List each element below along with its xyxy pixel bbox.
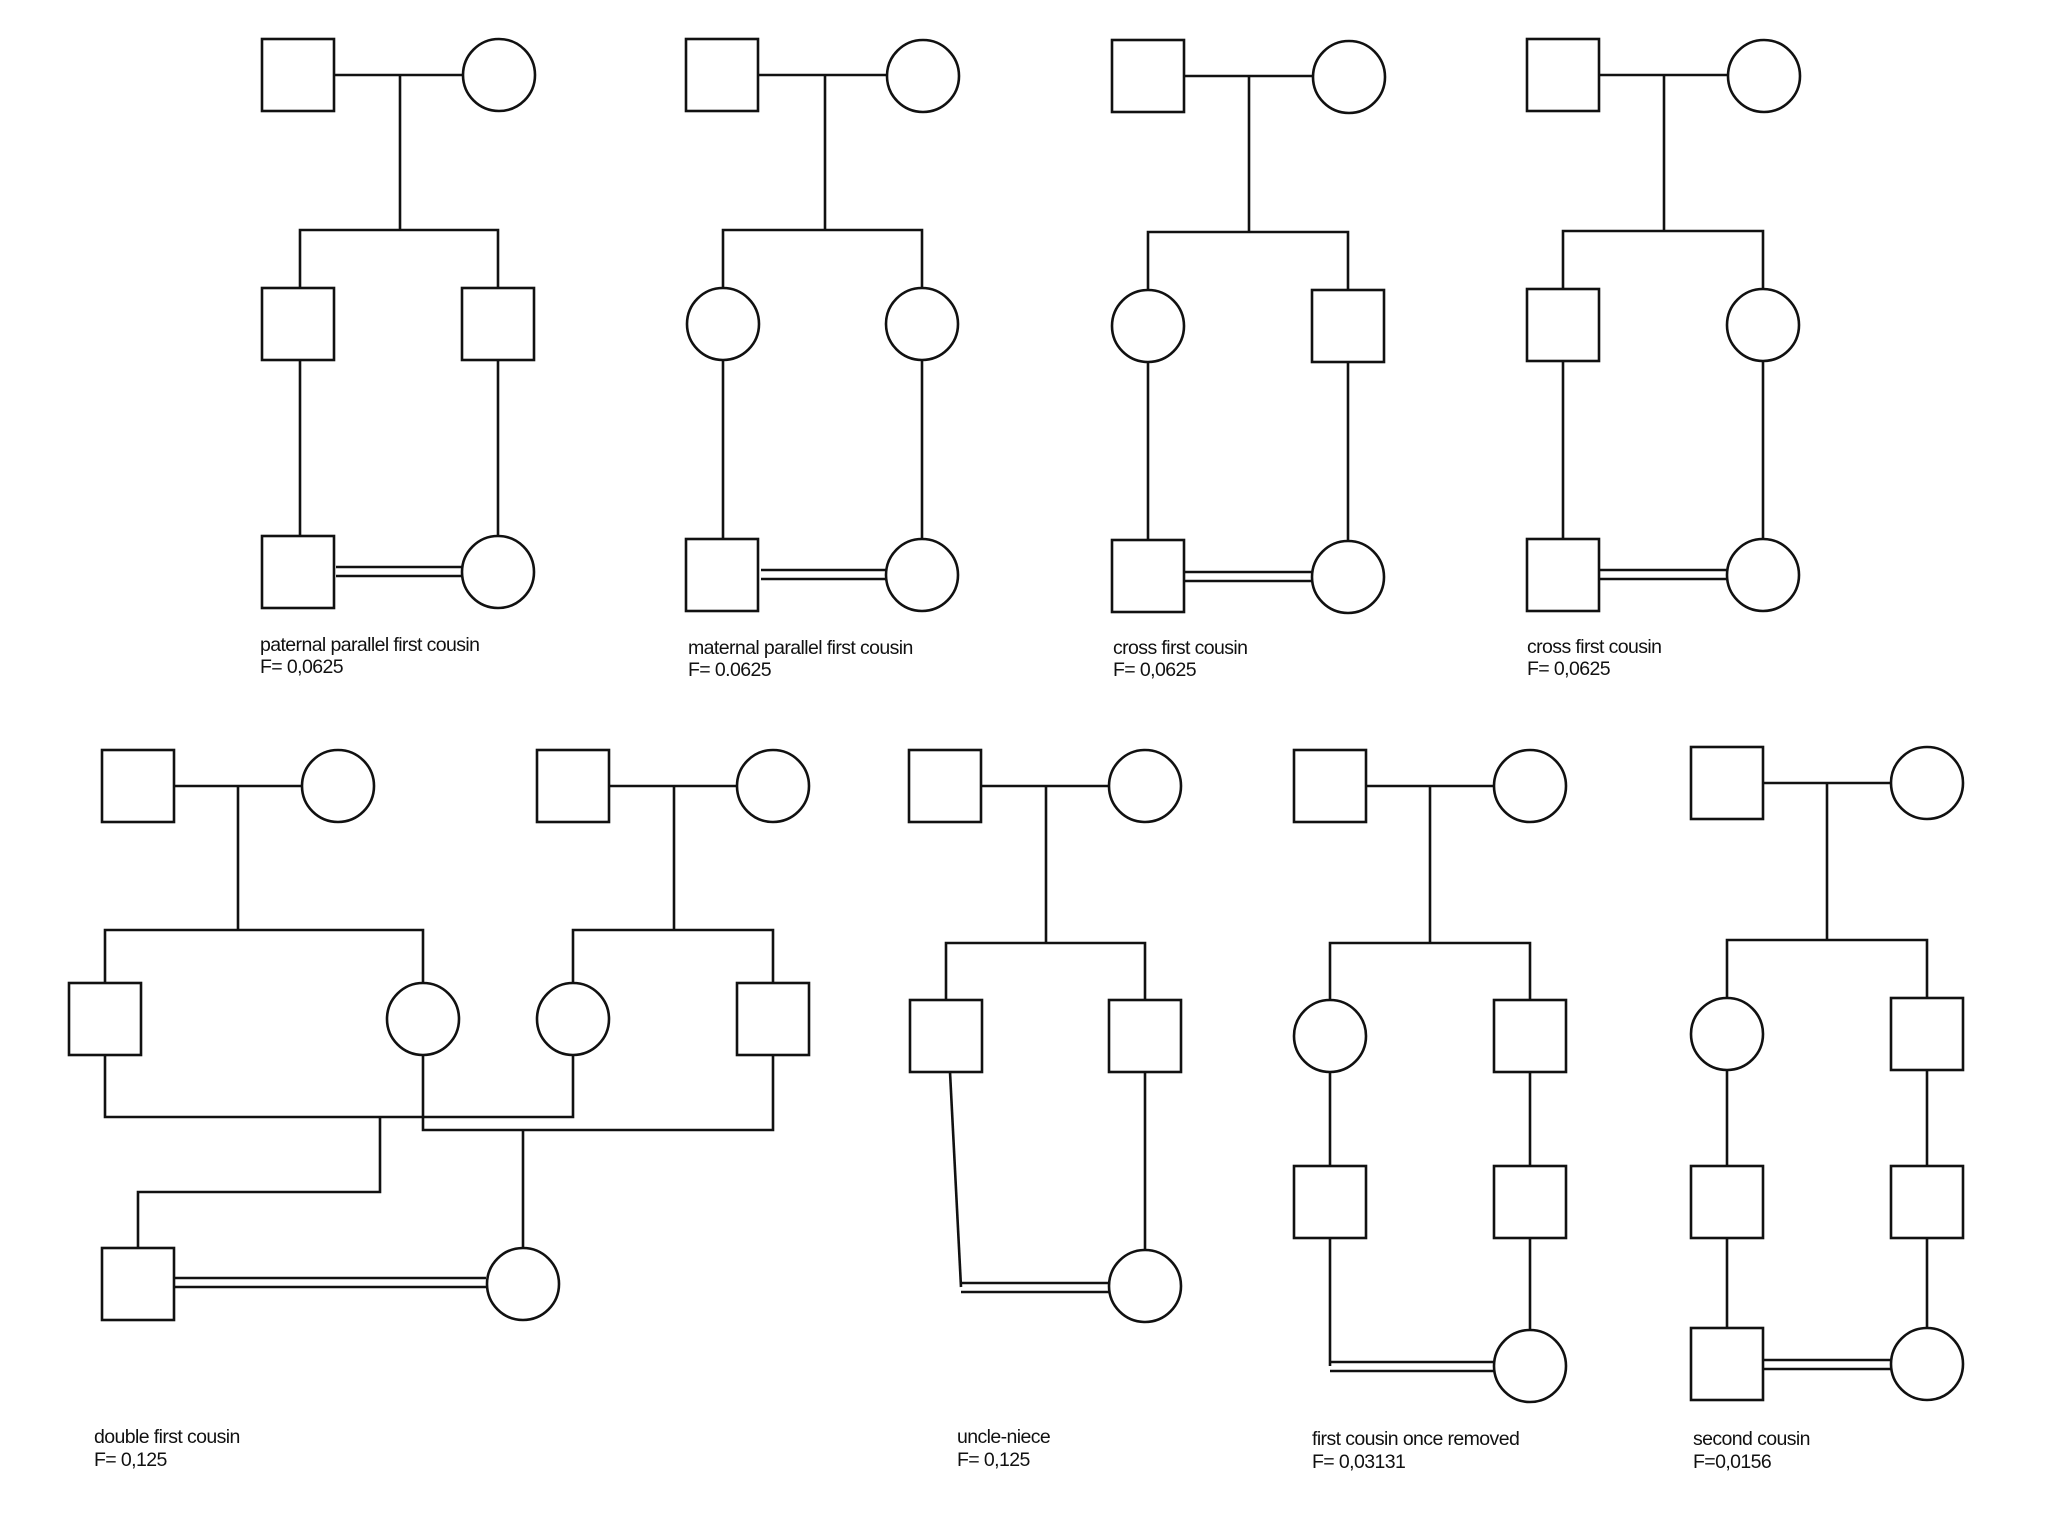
male-symbol [735,981,811,1057]
male-symbol [260,534,336,610]
male-symbol [1110,538,1186,614]
female-symbol [1725,287,1801,363]
caption-value: F= 0.0625 [688,659,772,681]
male-symbol [1689,1164,1765,1240]
pedigree-cross-first-cousin-2: cross first cousin F= 0,0625 [1525,37,1802,680]
pedigree-maternal-parallel-first-cousin: maternal parallel first cousin F= 0.0625 [684,37,961,681]
pedigree-cross-first-cousin-1: cross first cousin F= 0,0625 [1110,38,1387,681]
male-symbol [1525,537,1601,613]
female-symbol [1311,39,1387,115]
male-symbol [1689,745,1765,821]
female-symbol [1689,996,1765,1072]
male-symbol [684,37,760,113]
sibship-line [298,228,500,324]
sibship-line [721,228,924,288]
sibship-line [944,941,1147,1000]
caption-value: F= 0,03131 [1312,1451,1405,1473]
pedigree-double-first-cousin: double first cousin F= 0,125 [67,748,811,1471]
sibship-line [1328,941,1532,1000]
pedigree-uncle-niece: uncle-niece F= 0,125 [907,748,1183,1471]
caption-value: F= 0,125 [957,1449,1030,1471]
descent-line [136,1117,382,1248]
pedigree-first-cousin-once-removed: first cousin once removed F= 0,03131 [1292,748,1568,1473]
female-symbol [1107,1248,1183,1324]
male-symbol [1525,37,1601,113]
female-symbol [1292,998,1368,1074]
male-symbol [1889,996,1965,1072]
male-symbol [1107,998,1183,1074]
female-symbol [385,981,461,1057]
male-symbol [100,1246,176,1322]
male-symbol [684,537,760,613]
male-symbol [1292,748,1368,824]
male-symbol [67,981,143,1057]
female-symbol [685,286,761,362]
female-symbol [1492,1328,1568,1404]
female-symbol [1889,745,1965,821]
caption-value: F= 0,0625 [1527,658,1611,680]
male-symbol [1292,1164,1368,1240]
caption-name: first cousin once removed [1312,1428,1519,1450]
male-symbol [460,286,536,362]
female-symbol [884,286,960,362]
caption-name: cross first cousin [1527,636,1661,658]
male-symbol [1492,1164,1568,1240]
female-symbol [1110,288,1186,364]
pedigree-second-cousin: second cousin F=0,0156 [1689,745,1965,1473]
male-symbol [1310,288,1386,364]
male-symbol [907,748,983,824]
caption-name: cross first cousin [1113,637,1247,659]
male-symbol [1492,998,1568,1074]
caption-name: second cousin [1693,1428,1810,1450]
couple-line [421,1055,775,1132]
sibship-line [1561,229,1765,289]
male-symbol [908,998,984,1074]
female-symbol [1889,1326,1965,1402]
sibship-line [1725,938,1929,998]
female-symbol [735,748,811,824]
female-symbol [485,1246,561,1322]
pedigree-paternal-parallel-first-cousin: paternal parallel first cousin F= 0,0625 [260,37,537,678]
male-symbol [260,37,336,113]
male-symbol [1110,38,1186,114]
caption-value: F= 0,0625 [260,656,344,678]
male-symbol [260,286,336,362]
female-symbol [1492,748,1568,824]
female-symbol [300,748,376,824]
female-symbol [1725,537,1801,613]
female-symbol [461,37,537,113]
female-symbol [1310,539,1386,615]
couple-line [103,1055,575,1119]
female-symbol [460,534,536,610]
caption-name: paternal parallel first cousin [260,634,479,656]
caption-name: maternal parallel first cousin [688,637,913,659]
female-symbol [1726,38,1802,114]
female-symbol [884,537,960,613]
female-symbol [1107,748,1183,824]
male-symbol [535,748,611,824]
male-symbol [1525,287,1601,363]
male-symbol [1889,1164,1965,1240]
female-symbol [885,38,961,114]
sibship-line [571,928,775,983]
uncle-line [948,1071,963,1288]
caption-value: F=0,0156 [1693,1451,1771,1473]
caption-value: F= 0,0625 [1113,659,1197,681]
male-symbol [1689,1326,1765,1402]
caption-name: uncle-niece [957,1426,1050,1448]
female-symbol [535,981,611,1057]
male-symbol [100,748,176,824]
sibship-line [1146,230,1350,290]
caption-name: double first cousin [94,1426,240,1448]
caption-value: F= 0,125 [94,1449,167,1471]
sibship-line [103,928,425,983]
